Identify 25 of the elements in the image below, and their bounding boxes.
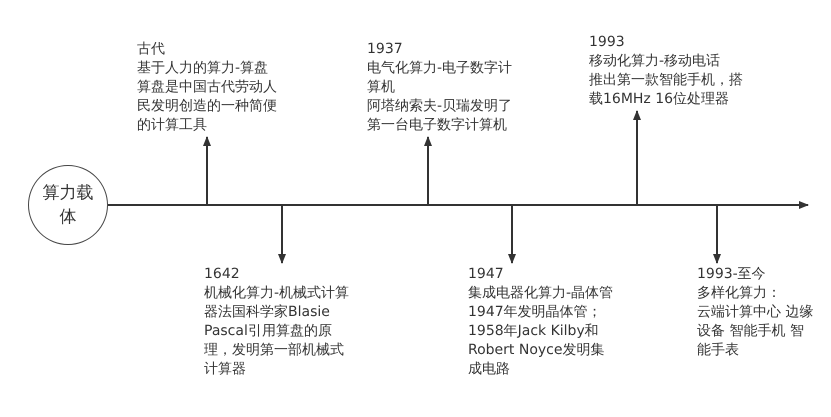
heading-text: 多样化算力： <box>697 284 782 303</box>
heading-text: 机械化算力-机械式计算器法国科学家Blasie Pascal引用算盘的原理，发明第一部机械式计算器 <box>204 284 350 379</box>
description-text: 1947年发明晶体管；1958年Jack Kilby和Robert Noyce发明集成电路 <box>468 303 606 379</box>
year-label: 1642 <box>204 265 241 284</box>
description-text: 云端计算中心 边缘设备 智能手机 智能手表 <box>697 303 814 360</box>
arrow <box>508 205 516 264</box>
arrow <box>203 136 211 205</box>
arrow <box>424 136 432 205</box>
heading-text: 电气化算力-电子数字计算机 <box>367 59 514 97</box>
heading-text: 移动化算力-移动电话 <box>589 52 722 71</box>
year-label: 1937 <box>367 40 404 59</box>
year-label: 1947 <box>468 265 505 284</box>
timeline-arrow <box>108 201 809 209</box>
description-text: 算盘是中国古代劳动人民发明创造的一种简便的计算工具 <box>137 78 278 135</box>
arrow <box>713 205 721 264</box>
topic-circle: 算力载体 <box>28 165 108 245</box>
year-label: 1993 <box>589 33 626 52</box>
year-label: 古代 <box>137 40 166 59</box>
description-text: 推出第一款智能手机，搭载16MHz 16位处理器 <box>589 71 744 109</box>
arrow <box>278 205 286 264</box>
heading-text: 基于人力的算力-算盘 <box>137 59 270 78</box>
heading-text: 集成电器化算力-晶体管 <box>468 284 614 303</box>
year-label: 1993-至今 <box>697 265 767 284</box>
arrow <box>633 110 641 205</box>
description-text: 阿塔纳索夫-贝瑞发明了第一台电子数字计算机 <box>367 97 514 135</box>
